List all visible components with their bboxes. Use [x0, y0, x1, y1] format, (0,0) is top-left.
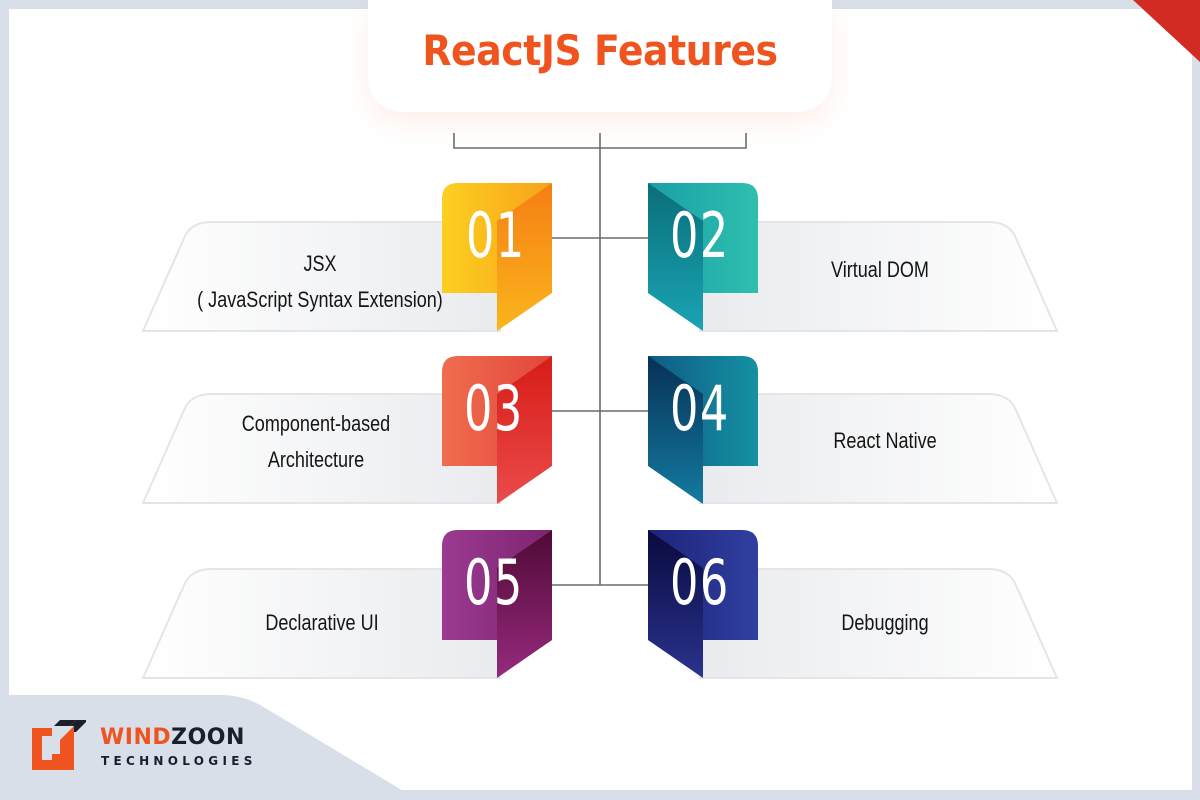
feature-label: Component-based Architecture [241, 411, 391, 472]
badge-number: 02 [670, 199, 730, 272]
feature-label: Virtual DOM [831, 257, 929, 282]
feature-label: Debugging [841, 610, 929, 635]
badge-shape [442, 530, 552, 678]
number-badge-04: 04 [648, 356, 760, 506]
number-badge-06: 06 [648, 530, 760, 680]
page-title: ReactJS Features [422, 26, 778, 75]
feature-label: React Native [833, 428, 937, 453]
windzoon-logo-icon [32, 720, 86, 770]
brand-subtitle: TECHNOLOGIES [101, 754, 257, 768]
badge-number: 03 [464, 372, 524, 445]
badge-shape [648, 356, 758, 504]
number-badge-05: 05 [442, 530, 554, 680]
badge-shape [442, 356, 552, 504]
number-badge-02: 02 [648, 183, 760, 333]
badge-shape [648, 183, 758, 331]
number-badge-03: 03 [442, 356, 554, 506]
badge-shape [648, 530, 758, 678]
windzoon-logo: WINDZOON TECHNOLOGIES [30, 714, 270, 774]
badge-shape [442, 183, 552, 331]
feature-label: JSX ( JavaScript Syntax Extension) [197, 251, 443, 312]
brand-name: WINDZOON [100, 725, 245, 750]
number-badge-01: 01 [442, 183, 554, 333]
badge-number: 04 [670, 372, 730, 445]
title-panel: ReactJS Features [368, 0, 832, 112]
feature-label: Declarative UI [265, 610, 379, 635]
badge-number: 06 [670, 546, 730, 619]
badge-number: 01 [466, 199, 526, 272]
badge-number: 05 [464, 546, 524, 619]
